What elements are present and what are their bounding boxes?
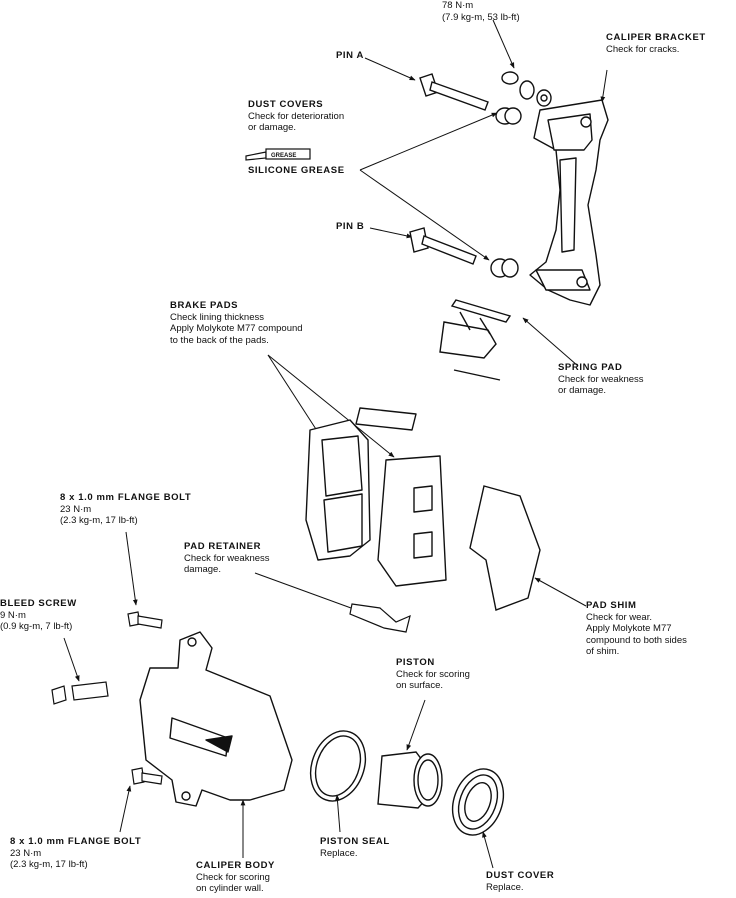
label-desc: to the back of the pads.	[170, 334, 269, 346]
label-desc: or damage.	[558, 385, 607, 396]
label-title: PISTON	[396, 657, 435, 668]
label-desc: Apply Molykote M77 compound	[170, 323, 303, 334]
spring-pad-drawing	[439, 299, 512, 381]
label-desc: Check for scoring	[396, 668, 470, 680]
label-desc: (2.3 kg-m, 17 lb-ft)	[60, 515, 138, 526]
label-title: PAD SHIM	[586, 600, 637, 611]
label-title: PAD RETAINER	[184, 541, 262, 552]
pad-retainer-drawing	[349, 603, 411, 633]
label-title: DUST COVERS	[248, 99, 324, 110]
label-title: SILICONE GREASE	[248, 165, 345, 176]
label-title: DUST COVER	[486, 870, 555, 881]
leader-lines	[63, 19, 608, 869]
torque-top-label: 78 N·m (7.9 kg-m, 53 lb-ft)	[442, 0, 520, 23]
label-desc: 23 N·m	[10, 847, 42, 859]
flange-bolt-lower-label: 8 x 1.0 mm FLANGE BOLT 23 N·m (2.3 kg-m,…	[10, 836, 141, 871]
label-desc: 9 N·m	[0, 609, 26, 621]
label-desc: (2.3 kg-m, 17 lb-ft)	[10, 859, 88, 870]
label-desc: Replace.	[320, 847, 358, 859]
pin-a-label: PIN A	[336, 50, 364, 62]
bleed-screw-label: BLEED SCREW 9 N·m (0.9 kg-m, 7 lb-ft)	[0, 598, 77, 633]
pin-b-label: PIN B	[336, 221, 364, 233]
label-desc: Replace.	[486, 881, 524, 893]
torque-line: (7.9 kg-m, 53 lb-ft)	[442, 11, 520, 23]
label-desc: (0.9 kg-m, 7 lb-ft)	[0, 621, 73, 632]
label-title: BRAKE PADS	[170, 300, 239, 311]
label-title: BLEED SCREW	[0, 598, 77, 609]
label-desc: Check for deterioration	[248, 110, 345, 122]
label-title: PISTON SEAL	[320, 836, 390, 847]
brake-pads-drawing	[305, 407, 447, 587]
label-desc: Check for wear.	[586, 611, 652, 623]
label-desc: 23 N·m	[60, 503, 92, 515]
grease-tube-label: GREASE	[271, 153, 296, 159]
label-desc: Check for weakness	[184, 552, 270, 564]
dust-cover-drawing	[451, 768, 505, 836]
pad-shim-drawing	[469, 485, 541, 611]
caliper-bracket-label: CALIPER BRACKET Check for cracks.	[606, 32, 706, 55]
dust-covers-drawing	[490, 107, 522, 278]
label-desc: Check for scoring	[196, 871, 270, 883]
pin-a-drawing	[419, 73, 489, 111]
label-desc: damage.	[184, 564, 221, 575]
grease-tube-drawing	[245, 148, 311, 161]
piston-seal-drawing	[309, 730, 367, 802]
label-desc: of shim.	[586, 646, 620, 657]
label-desc: on surface.	[396, 680, 443, 691]
silicone-grease-label: SILICONE GREASE	[248, 165, 345, 177]
bleed-screw-drawing	[51, 681, 109, 705]
label-desc: Check for weakness	[558, 373, 644, 385]
pad-retainer-label: PAD RETAINER Check for weakness damage.	[184, 541, 270, 576]
label-title: CALIPER BRACKET	[606, 32, 706, 43]
flange-bolt-drawings	[127, 611, 163, 785]
label-title: PIN A	[336, 50, 364, 61]
caliper-body-drawing	[139, 631, 293, 807]
torque-line: 78 N·m	[442, 0, 474, 11]
label-title: 8 x 1.0 mm FLANGE BOLT	[10, 836, 142, 847]
label-desc: Check lining thickness	[170, 311, 264, 323]
label-desc: compound to both sides	[586, 634, 687, 646]
label-desc: Check for cracks.	[606, 43, 680, 55]
label-title: CALIPER BODY	[196, 860, 275, 871]
dust-cover-label: DUST COVER Replace.	[486, 870, 554, 893]
caliper-bracket-drawing	[529, 99, 609, 306]
label-title: PIN B	[336, 221, 365, 232]
pin-b-drawing	[409, 227, 477, 265]
caliper-body-label: CALIPER BODY Check for scoring on cylind…	[196, 860, 275, 895]
pad-shim-label: PAD SHIM Check for wear. Apply Molykote …	[586, 600, 687, 658]
pin-a-bushings	[501, 71, 552, 107]
piston-label: PISTON Check for scoring on surface.	[396, 657, 470, 692]
brake-pads-label: BRAKE PADS Check lining thickness Apply …	[170, 300, 303, 346]
label-desc: or damage.	[248, 122, 297, 133]
dust-covers-label: DUST COVERS Check for deterioration or d…	[248, 99, 344, 134]
label-desc: Apply Molykote M77	[586, 623, 672, 634]
label-desc: on cylinder wall.	[196, 883, 264, 894]
label-title: SPRING PAD	[558, 362, 623, 373]
piston-drawing	[377, 751, 443, 809]
label-title: 8 x 1.0 mm FLANGE BOLT	[60, 492, 192, 503]
piston-seal-label: PISTON SEAL Replace.	[320, 836, 390, 859]
spring-pad-label: SPRING PAD Check for weakness or damage.	[558, 362, 644, 397]
flange-bolt-upper-label: 8 x 1.0 mm FLANGE BOLT 23 N·m (2.3 kg-m,…	[60, 492, 191, 527]
